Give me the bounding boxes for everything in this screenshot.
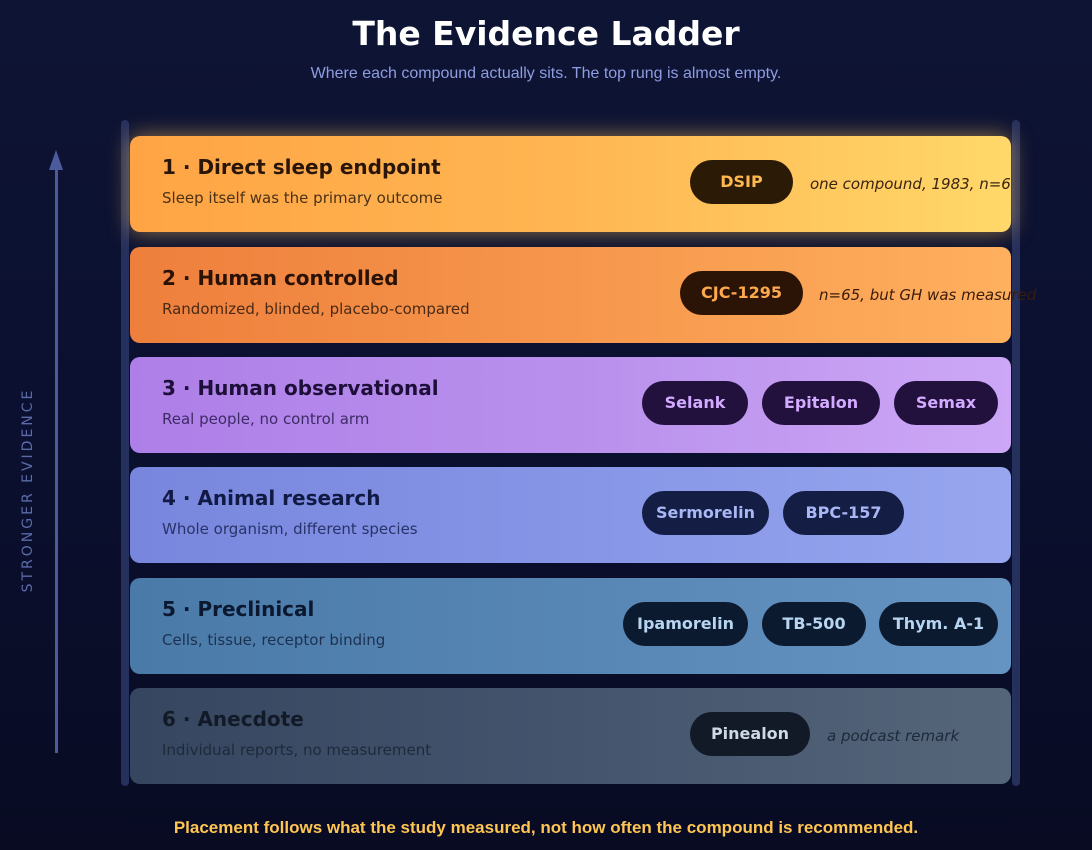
rung-title: 5 · Preclinical	[162, 597, 315, 621]
compound-pill-semax: Semax	[894, 381, 998, 425]
rung-note: a podcast remark	[827, 727, 960, 745]
compound-pill-epitalon: Epitalon	[762, 381, 880, 425]
ladder-rail-left	[121, 120, 129, 786]
compound-pill-ipamorelin: Ipamorelin	[623, 602, 748, 646]
rung-description: Cells, tissue, receptor binding	[162, 631, 386, 649]
ladder-rail-right	[1012, 120, 1020, 786]
compound-pill-dsip: DSIP	[690, 160, 793, 204]
rung-description: Individual reports, no measurement	[162, 741, 432, 759]
rung-description: Real people, no control arm	[162, 410, 370, 428]
rung-description: Whole organism, different species	[162, 520, 418, 538]
rung-title: 4 · Animal research	[162, 486, 381, 510]
rung-note: n=65, but GH was measured	[819, 286, 1037, 304]
ladder-rung-human-observational: 3 · Human observational Real people, no …	[130, 357, 1011, 453]
compound-pill-sermorelin: Sermorelin	[642, 491, 769, 535]
compound-pill-cjc-1295: CJC-1295	[680, 271, 803, 315]
rung-title: 6 · Anecdote	[162, 707, 304, 731]
compound-pill-bpc-157: BPC-157	[783, 491, 904, 535]
rung-title: 3 · Human observational	[162, 376, 439, 400]
ladder-rung-animal-research: 4 · Animal research Whole organism, diff…	[130, 467, 1011, 563]
rung-description: Randomized, blinded, placebo-compared	[162, 300, 470, 318]
arrow-up-icon	[49, 150, 63, 170]
evidence-axis-line	[55, 166, 58, 753]
rung-title: 2 · Human controlled	[162, 266, 399, 290]
compound-pill-pinealon: Pinealon	[690, 712, 810, 756]
ladder-rung-preclinical: 5 · Preclinical Cells, tissue, receptor …	[130, 578, 1011, 674]
page-subtitle: Where each compound actually sits. The t…	[310, 65, 782, 82]
rung-note: one compound, 1983, n=6	[810, 175, 1011, 193]
ladder-rung-direct-sleep-endpoint: 1 · Direct sleep endpoint Sleep itself w…	[130, 136, 1011, 232]
compound-pill-selank: Selank	[642, 381, 748, 425]
rung-description: Sleep itself was the primary outcome	[162, 189, 443, 207]
rung-title: 1 · Direct sleep endpoint	[162, 155, 441, 179]
footer-note: Placement follows what the study measure…	[173, 818, 919, 837]
page-title: The Evidence Ladder	[352, 14, 740, 53]
compound-pill-thym-a-1: Thym. A-1	[879, 602, 998, 646]
evidence-axis-label-text: STRONGER EVIDENCE	[20, 387, 36, 593]
compound-pill-tb-500: TB-500	[762, 602, 866, 646]
ladder-rung-human-controlled: 2 · Human controlled Randomized, blinded…	[130, 247, 1036, 343]
ladder-rung-anecdote: 6 · Anecdote Individual reports, no meas…	[130, 688, 1011, 784]
